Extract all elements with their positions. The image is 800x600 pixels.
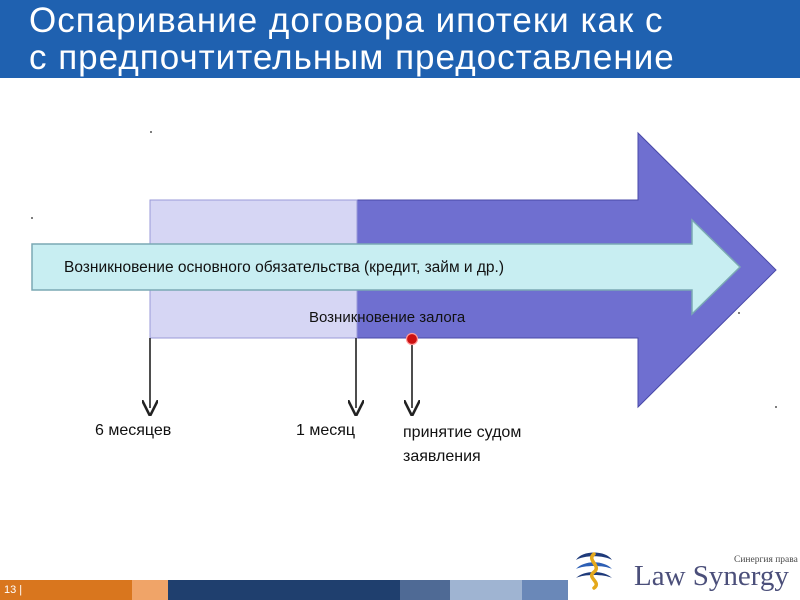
slide-title-line-1: Оспаривание договора ипотеки как с — [29, 1, 664, 40]
marker-label-1-month: 1 месяц — [296, 422, 356, 439]
logo-name: Law Synergy — [634, 560, 789, 592]
law-synergy-logo: Синергия права Law Synergy — [572, 548, 798, 592]
court-acceptance-dot — [405, 332, 419, 346]
main-obligation-label: Возникновение основного обязательства (к… — [64, 259, 505, 276]
pledge-label: Возникновение залога — [309, 309, 466, 326]
footer-color-strip — [0, 580, 800, 600]
logo-tagline: Синергия права — [734, 555, 798, 565]
slide-title-line-2: с предпочтительным предоставление — [29, 38, 675, 77]
decor-dot — [775, 406, 777, 408]
header-divider — [0, 78, 800, 80]
law-synergy-emblem-icon — [576, 552, 612, 590]
main-obligation-arrow — [31, 218, 742, 316]
decor-dot — [31, 217, 33, 219]
decor-dot — [738, 312, 740, 314]
marker-label-court-acceptance: принятие судом заявления — [403, 424, 522, 465]
slide-header: Оспаривание договора ипотеки как с с пре… — [0, 0, 800, 78]
page-number: 13 | — [4, 584, 23, 596]
marker-label-6-months: 6 месяцев — [95, 422, 172, 439]
decor-dot — [150, 131, 152, 133]
